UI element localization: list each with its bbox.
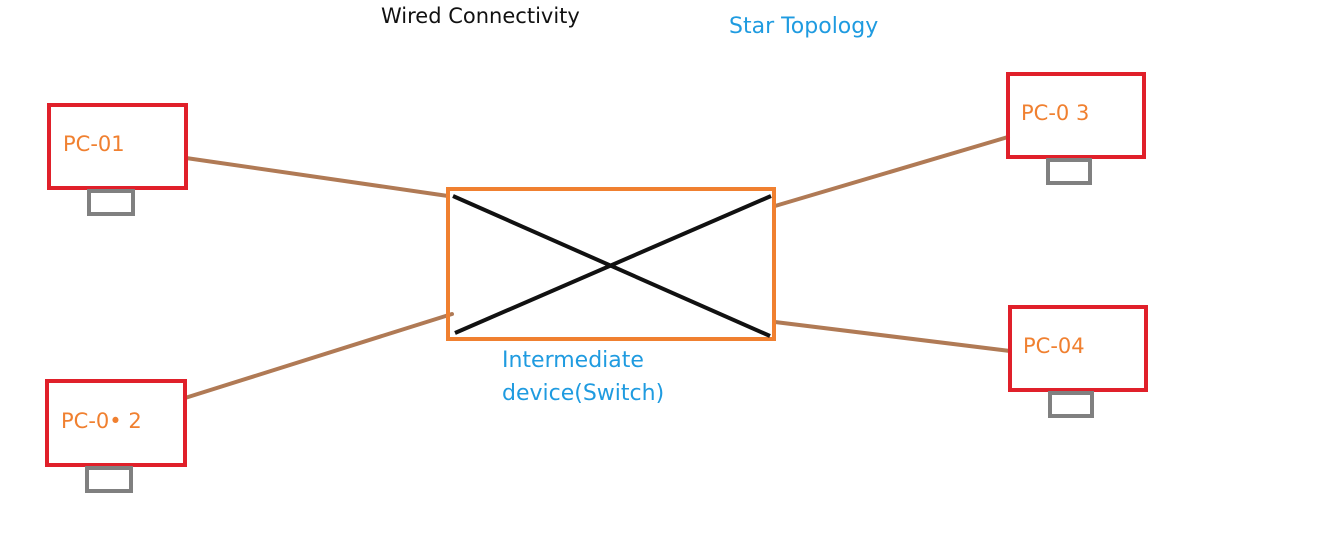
pc3-label: PC-0 3 [1021,101,1090,125]
switch-box [446,187,776,341]
pc4-label: PC-04 [1023,334,1085,358]
cable-pc3-switch [773,135,1010,208]
pc3-monitor [1006,72,1146,159]
switch-cross-line-2 [454,194,772,335]
switch-label-line-1: Intermediate [502,348,644,373]
switch-label: Intermediate device(Switch) [502,344,722,410]
pc4-monitor [1008,305,1148,392]
pc1-base [87,189,135,216]
pc4-base [1048,391,1094,418]
pc2-base [85,466,133,493]
pc2-label: PC-0• 2 [61,409,142,433]
pc1-label: PC-01 [63,132,125,156]
cable-pc2-switch [183,312,454,400]
cable-pc4-switch [773,320,1012,353]
cable-pc1-switch [184,156,450,198]
switch-label-line-2: device(Switch) [502,381,665,406]
pc2-monitor [45,379,187,467]
pc3-base [1046,158,1092,185]
diagram-title: Wired Connectivity [381,4,580,28]
pc1-monitor [47,103,188,190]
topology-label: Star Topology [729,14,879,39]
